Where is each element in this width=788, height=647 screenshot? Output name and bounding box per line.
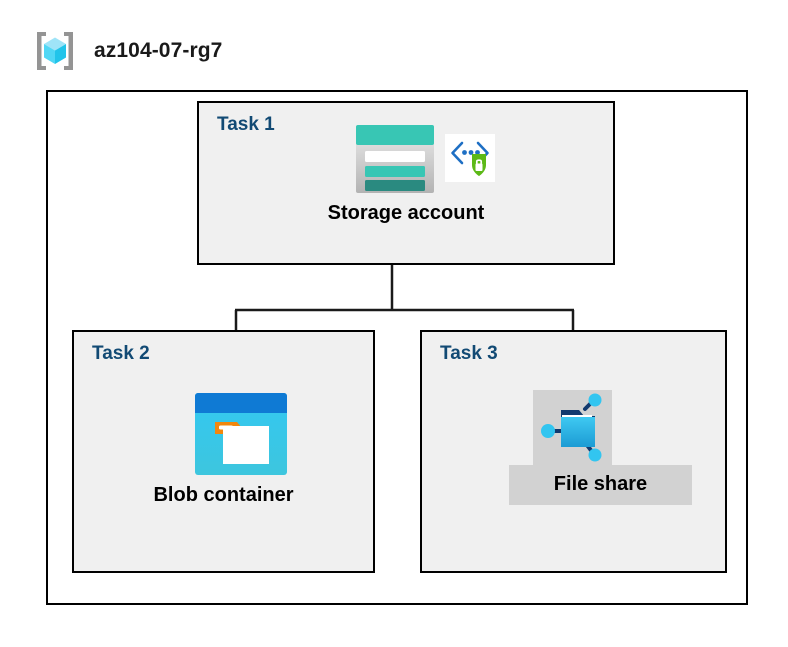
- storage-account-caption: Storage account: [327, 202, 485, 224]
- file-share-highlight-label: [509, 465, 692, 505]
- task-box-3: Task 3: [420, 330, 727, 573]
- file-share-caption: File share: [553, 473, 648, 495]
- task-label-3: Task 3: [440, 343, 498, 364]
- task-box-2: Task 2 Blob container: [72, 330, 375, 573]
- resource-group-name: az104-07-rg7: [94, 39, 223, 62]
- task-label-2: Task 2: [92, 343, 150, 364]
- resource-group-header: az104-07-rg7: [32, 28, 222, 74]
- task-box-1: Task 1: [197, 101, 615, 265]
- task-label-1: Task 1: [217, 114, 275, 135]
- resource-group-cube-icon: [32, 28, 78, 74]
- blob-container-caption: Blob container: [153, 484, 294, 506]
